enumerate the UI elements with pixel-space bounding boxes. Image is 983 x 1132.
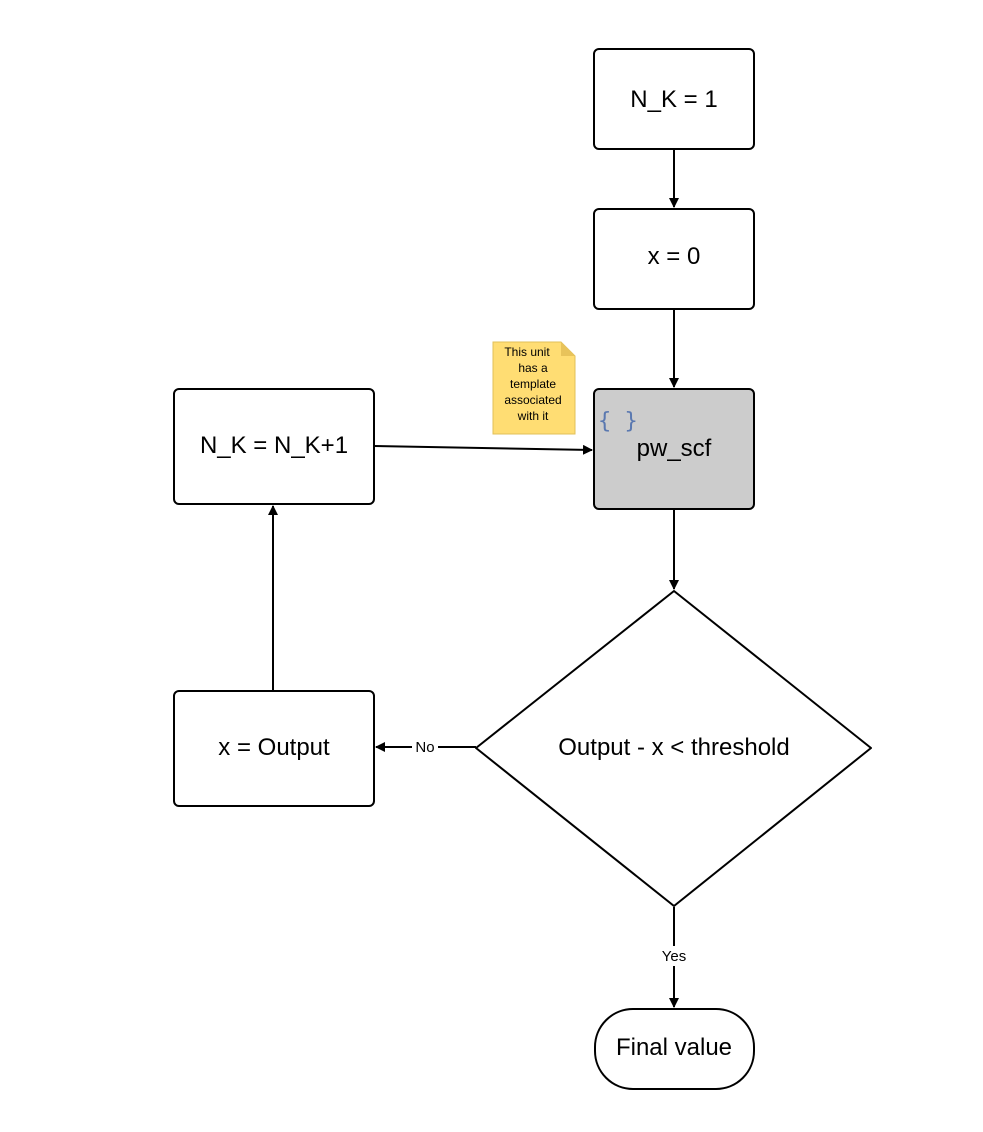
- edge-label-no: No: [415, 739, 434, 756]
- node-nk-inc-label: N_K = N_K+1: [200, 432, 348, 459]
- node-final[interactable]: Final value: [594, 1008, 755, 1090]
- template-note: This unit has a template associated with…: [492, 341, 576, 435]
- node-final-label: Final value: [616, 1034, 732, 1061]
- node-decision-label: Output - x < threshold: [558, 734, 789, 761]
- node-pw-scf[interactable]: pw_scf { }: [593, 388, 755, 510]
- node-x-update-label: x = Output: [218, 734, 330, 761]
- note-line-4: associated: [504, 393, 561, 407]
- note-line-5: with it: [517, 409, 549, 423]
- yes-label-bg: [657, 946, 691, 966]
- node-x-init-label: x = 0: [648, 243, 701, 270]
- node-x-update[interactable]: x = Output: [173, 690, 375, 807]
- node-nk-init-label: N_K = 1: [630, 86, 717, 113]
- no-label-bg: [412, 738, 438, 756]
- node-nk-inc[interactable]: N_K = N_K+1: [173, 388, 375, 505]
- edge-label-yes: Yes: [662, 948, 686, 965]
- note-line-3: template: [510, 377, 556, 391]
- note-line-2: has a: [518, 361, 548, 375]
- node-x-init[interactable]: x = 0: [593, 208, 755, 310]
- node-pw-scf-label: pw_scf: [637, 435, 712, 462]
- note-line-1: This unit: [504, 345, 550, 359]
- node-nk-init[interactable]: N_K = 1: [593, 48, 755, 150]
- template-braces-icon: { }: [598, 409, 638, 434]
- edge-nk-inc-to-pw-scf: [373, 444, 593, 455]
- node-decision[interactable]: Output - x < threshold: [475, 590, 872, 907]
